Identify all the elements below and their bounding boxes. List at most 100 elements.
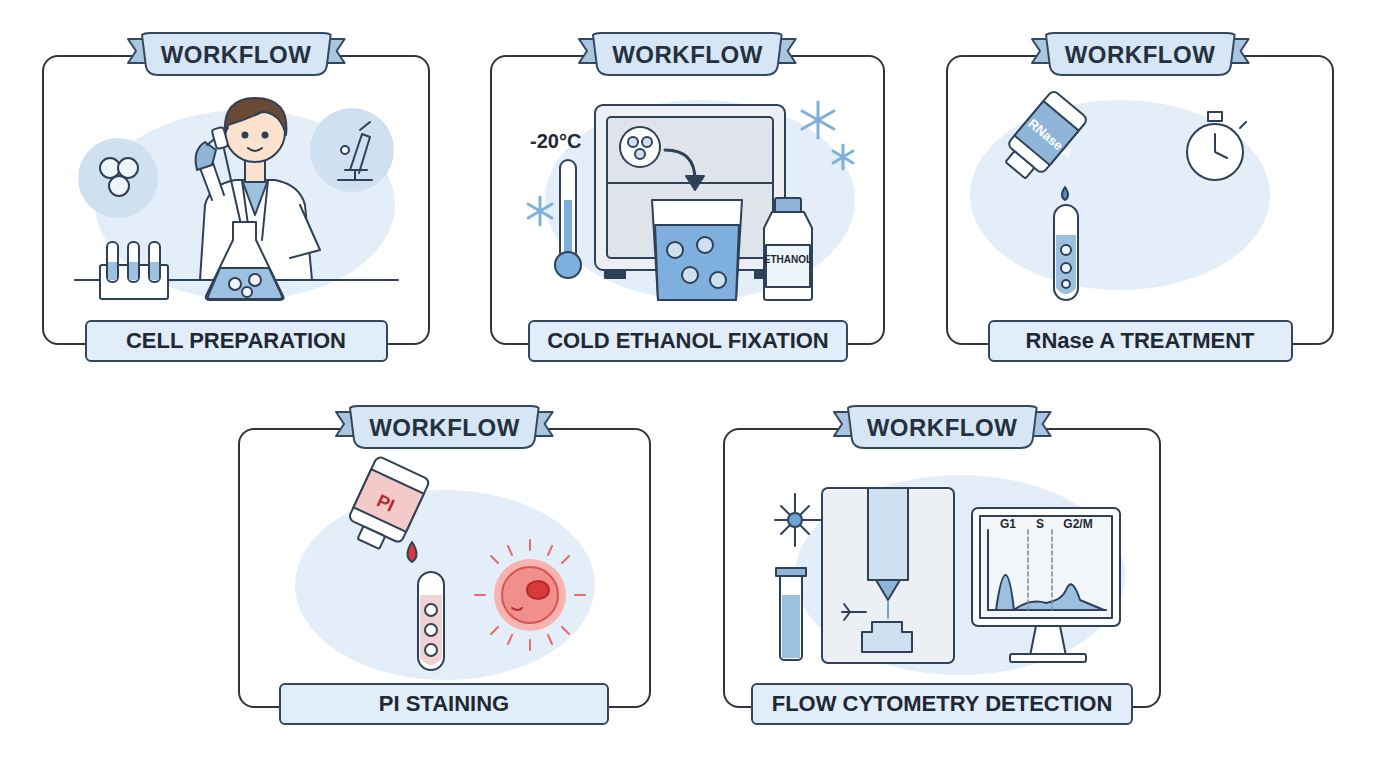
- ethanol-fixation-illustration-part: [833, 145, 853, 169]
- cell-preparation-illustration-part: [128, 242, 139, 282]
- ethanol-fixation-illustration-part: [802, 102, 834, 138]
- pi-staining-illustration-part: [527, 581, 549, 599]
- ethanol-fixation-illustration-part: [775, 198, 801, 212]
- cell-preparation-illustration-part: [249, 274, 261, 286]
- pi-staining-illustration-part: [502, 567, 558, 623]
- pi-staining-illustration-part: [425, 644, 437, 656]
- ethanol-fixation-illustration-part: [710, 272, 726, 288]
- pi-staining-illustration-part: [358, 526, 386, 549]
- ethanol-fixation-illustration-part: [628, 137, 638, 147]
- flow-cytometry-illustration-part: [980, 516, 1112, 618]
- cell-preparation-illustration-part: [208, 268, 282, 299]
- cell-preparation-illustration-part: [107, 242, 118, 282]
- workflow-tab-body: [593, 33, 782, 75]
- illustration-label: G1: [1000, 517, 1016, 531]
- cell-preparation-illustration-part: [206, 222, 284, 300]
- pi-staining-illustration-part: [425, 624, 437, 636]
- ethanol-fixation-illustration-part: [667, 242, 683, 258]
- flow-cytometry-illustration-part: [842, 604, 866, 620]
- workflow-panel: WORKFLOWCOLD ETHANOL FIXATION: [490, 55, 885, 345]
- flow-cytometry-illustration-part: [776, 568, 806, 576]
- workflow-panel: WORKFLOWPI STAINING: [238, 428, 651, 708]
- rnase-treatment-illustration-part: [1061, 245, 1071, 255]
- workflow-tab-body: [142, 33, 331, 75]
- cell-preparation-illustration-part: [150, 262, 159, 280]
- flow-cytometry-illustration-part: [988, 609, 1106, 611]
- pi-staining-illustration: [295, 456, 595, 680]
- cell-preparation-illustration-part: [229, 278, 241, 290]
- rnase-treatment-illustration-part: [1005, 151, 1034, 178]
- workflow-tab-body: [1046, 33, 1235, 75]
- ethanol-fixation-illustration-part: [655, 225, 739, 300]
- flow-cytometry-illustration-part: [876, 580, 900, 600]
- cell-preparation-illustration-part: [310, 108, 394, 192]
- flow-cytometry-illustration-part: [987, 530, 989, 610]
- step-label-box: FLOW CYTOMETRY DETECTION: [751, 683, 1133, 725]
- cell-preparation-illustration-part: [338, 122, 372, 180]
- pi-staining-illustration-part: [494, 559, 566, 631]
- step-label: FLOW CYTOMETRY DETECTION: [772, 691, 1113, 717]
- flow-cytometry-illustration-part: [1028, 530, 1052, 610]
- step-label-box: CELL PREPARATION: [85, 320, 388, 362]
- pi-staining-illustration-part: [475, 540, 585, 650]
- rnase-treatment-illustration-part: [1015, 101, 1079, 165]
- workflow-tab-text: WORKFLOW: [369, 414, 520, 442]
- flow-cytometry-illustration-part: [1010, 654, 1086, 662]
- rnase-treatment-illustration-part: [1056, 235, 1076, 294]
- pi-staining-illustration-part: [348, 456, 430, 544]
- cell-preparation-illustration-part: [290, 205, 320, 258]
- cell-preparation-illustration: [75, 98, 398, 300]
- cell-preparation-illustration-part: [78, 138, 158, 218]
- rnase-treatment-illustration-part: [1054, 205, 1078, 300]
- pi-staining-illustration-part: [418, 572, 444, 670]
- workflow-tab-text: WORKFLOW: [161, 41, 312, 69]
- cell-preparation-illustration-part: [248, 148, 262, 151]
- pi-staining-illustration-part: [425, 604, 437, 616]
- ethanol-fixation-illustration-part: [555, 252, 581, 278]
- rnase-treatment-illustration-part: [1061, 263, 1071, 273]
- rnase-treatment-illustration-part: [970, 100, 1270, 290]
- illustration-label: -20°C: [530, 130, 581, 153]
- cell-preparation-illustration-part: [118, 158, 138, 178]
- cell-preparation-illustration-part: [245, 160, 265, 182]
- cell-preparation-illustration-part: [242, 287, 252, 297]
- pi-staining-illustration-part: [354, 469, 424, 532]
- workflow-tab-body: [350, 406, 539, 448]
- cell-preparation-illustration-part: [109, 176, 129, 196]
- workflow-panel: WORKFLOWRNase A TREATMENT: [946, 55, 1334, 345]
- cell-preparation-illustration-part: [243, 133, 248, 138]
- flow-cytometry-illustration: [775, 475, 1125, 675]
- workflow-panel: WORKFLOWCELL PREPARATION: [42, 55, 430, 345]
- ethanol-fixation-illustration-part: [635, 149, 645, 159]
- flow-cytometry-illustration-part: [780, 572, 802, 660]
- flow-cytometry-illustration-part: [972, 508, 1120, 626]
- step-label: COLD ETHANOL FIXATION: [547, 328, 829, 354]
- ethanol-fixation-illustration-part: [642, 137, 652, 147]
- ethanol-fixation-illustration-part: [528, 197, 552, 225]
- flow-cytometry-illustration-part: [1030, 626, 1066, 656]
- rnase-treatment-illustration-part: [1215, 134, 1227, 158]
- workflow-tab-body: [848, 406, 1037, 448]
- rnase-treatment-illustration-part: [1062, 187, 1068, 200]
- step-label: RNase A TREATMENT: [1026, 328, 1255, 354]
- cell-preparation-illustration-part: [196, 142, 216, 170]
- illustration-label: G2/M: [1063, 517, 1092, 531]
- cell-preparation-illustration-part: [108, 262, 117, 280]
- step-label-box: PI STAINING: [279, 683, 609, 725]
- rnase-treatment-illustration-part: [1208, 112, 1222, 121]
- cell-preparation-illustration-part: [225, 98, 287, 135]
- cell-preparation-illustration-part: [212, 127, 229, 149]
- flow-cytometry-illustration-part: [862, 622, 912, 652]
- step-label-box: RNase A TREATMENT: [988, 320, 1293, 362]
- ethanol-fixation-illustration-part: [605, 270, 625, 278]
- workflow-tab-text: WORKFLOW: [867, 414, 1018, 442]
- flow-cytometry-illustration-part: [788, 513, 802, 527]
- flow-cytometry-illustration-part: [782, 595, 800, 658]
- pi-staining-illustration-part: [512, 608, 522, 610]
- illustration-label: ETHANOL: [764, 254, 812, 265]
- ethanol-fixation-illustration-part: [545, 100, 855, 300]
- ethanol-fixation-illustration-part: [620, 127, 660, 167]
- ethanol-fixation-illustration-part: [766, 245, 810, 287]
- cell-preparation-illustration-part: [129, 262, 138, 280]
